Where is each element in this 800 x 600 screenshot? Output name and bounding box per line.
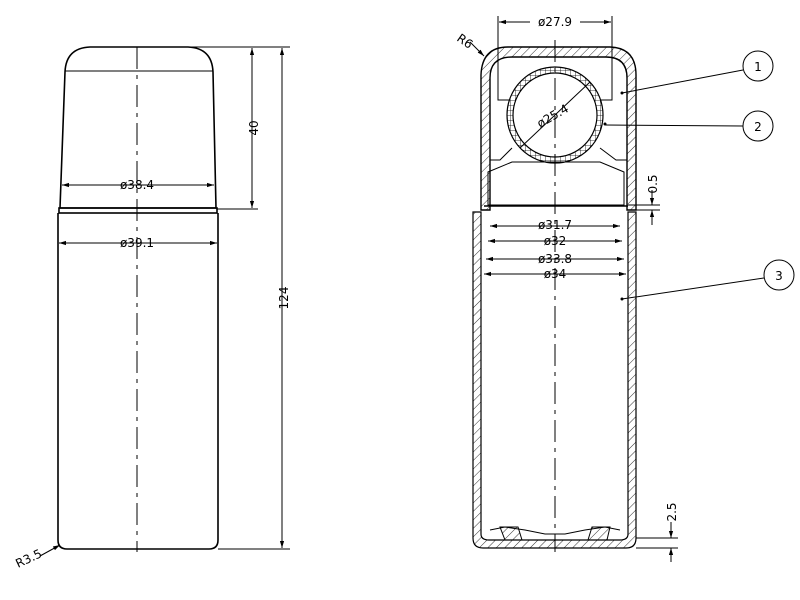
balloon-2: 2	[603, 110, 774, 142]
svg-text:1: 1	[754, 60, 762, 74]
cap-radius-label: R6	[454, 31, 475, 52]
inner-diameter-4: ø34	[544, 267, 567, 281]
cap-band	[58, 207, 218, 214]
inner-diameter-3: ø33.8	[538, 252, 572, 266]
balloon-3: 3	[620, 259, 795, 301]
svg-text:2: 2	[754, 120, 762, 134]
exterior-view: ø38.4 ø39.1 40 124 R3.5	[13, 46, 291, 571]
body-outline	[57, 213, 219, 550]
svg-text:3: 3	[775, 269, 783, 283]
inner-diameter-2: ø32	[544, 234, 567, 248]
inner-diameter-1: ø31.7	[538, 218, 572, 232]
cap-height-label: 40	[247, 120, 261, 135]
cap-top-diameter-label: ø27.9	[538, 15, 572, 29]
total-height-label: 124	[277, 287, 291, 310]
corner-radius-label: R3.5	[13, 546, 44, 570]
cap-wall	[480, 46, 637, 211]
section-view: ø27.9 R6 ø25.4 ø31.7 ø32 ø33.8 ø34 0.5 2…	[454, 15, 795, 562]
gap-label: 0.5	[646, 174, 660, 193]
body-diameter-label: ø39.1	[120, 236, 154, 250]
bottle-wall	[472, 211, 637, 549]
balloon-1: 1	[620, 50, 774, 95]
cap-diameter-label: ø38.4	[120, 178, 154, 192]
base-depth-label: 2.5	[665, 502, 679, 521]
